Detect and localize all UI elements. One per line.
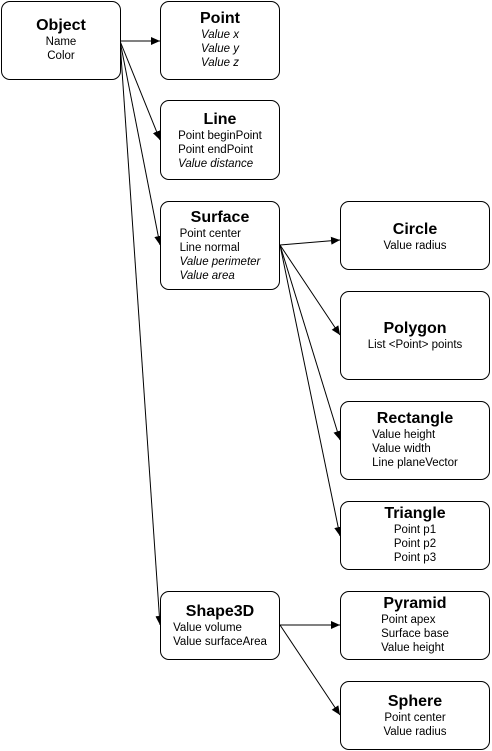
edge-shape3d-to-sphere [279, 624, 341, 716]
node-attribute: Point p2 [393, 538, 437, 550]
node-attribute: Point beginPoint [178, 130, 262, 142]
node-attributes: List <Point> points [341, 338, 489, 352]
node-attribute: Value height [381, 642, 445, 654]
node-attribute: Value volume [173, 622, 242, 634]
node-attribute: Value surfaceArea [173, 636, 267, 648]
edge-object-to-line [119, 40, 161, 141]
node-title: Sphere [387, 693, 443, 710]
node-attributes: Point p1 Point p2 Point p3 [394, 523, 436, 565]
node-attribute: Value perimeter [179, 256, 261, 268]
node-title: Pyramid [383, 595, 447, 612]
node-attribute: Value width [372, 443, 431, 455]
node-attribute: Value height [372, 429, 436, 441]
edge-surface-to-triangle [279, 244, 343, 537]
edge-surface-to-circle [279, 236, 341, 246]
node-title: Circle [392, 221, 438, 238]
edge-object-to-surface [119, 40, 163, 246]
node-title: Triangle [384, 505, 446, 522]
node-title: Rectangle [376, 410, 454, 427]
node-title: Polygon [383, 320, 447, 337]
node-attribute: Value radius [383, 726, 447, 738]
node-attributes: Value x Value y Value z [161, 28, 279, 70]
edge-object-to-shape3d [119, 40, 164, 626]
node-attribute: Point apex [381, 614, 436, 626]
node-attribute: Value distance [178, 158, 254, 170]
node-attributes: Value radius [341, 239, 489, 253]
node-attribute: Point p3 [393, 552, 437, 564]
node-attribute: Name [45, 36, 77, 48]
node-attribute: Line normal [179, 242, 240, 254]
node-attribute: Point p1 [393, 524, 437, 536]
node-attribute: Point center [384, 712, 446, 724]
edge-surface-to-rectangle [279, 244, 342, 441]
node-attribute: Point center [179, 228, 241, 240]
node-attribute: List <Point> points [367, 339, 463, 351]
node-title: Object [36, 17, 86, 34]
node-attribute: Value z [201, 57, 239, 69]
node-attribute: Color [47, 50, 75, 62]
node-attribute: Surface base [381, 628, 449, 640]
node-title: Shape3D [185, 603, 255, 620]
node-title: Point [200, 10, 240, 27]
node-attribute: Point endPoint [178, 144, 253, 156]
node-attribute: Value y [201, 43, 239, 55]
edge-surface-to-polygon [279, 244, 341, 336]
node-title: Surface [190, 209, 250, 226]
node-attribute: Line planeVector [372, 457, 458, 469]
node-attribute: Value area [179, 270, 235, 282]
node-attribute: Value radius [383, 240, 447, 252]
node-title: Line [203, 111, 237, 128]
node-attribute: Value x [201, 29, 239, 41]
